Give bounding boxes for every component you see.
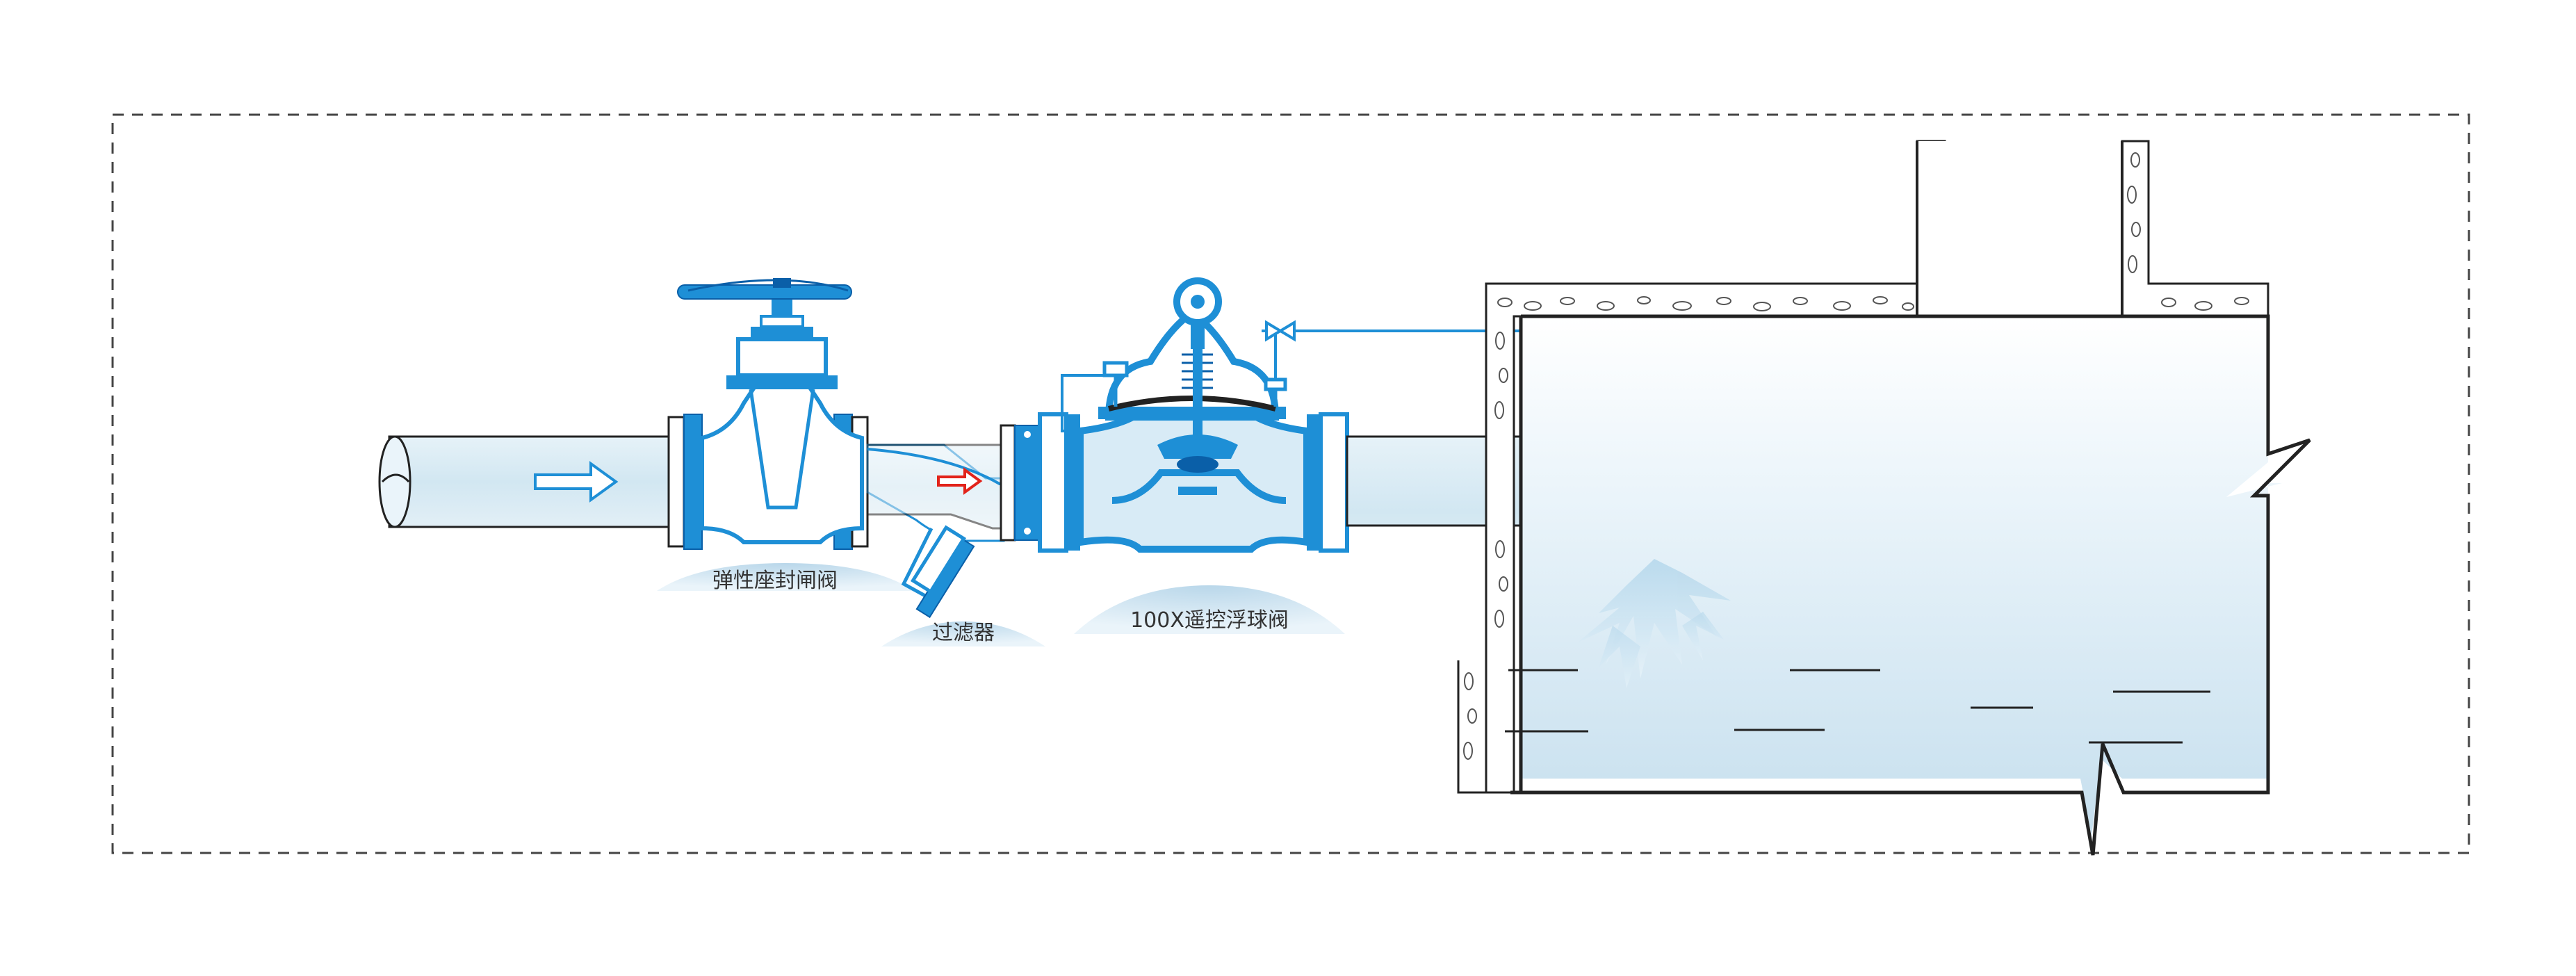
remote-float-valve — [1040, 281, 1347, 551]
gate-valve — [669, 278, 867, 549]
filter-label: 过滤器 — [932, 621, 995, 645]
inlet-pipe — [380, 437, 674, 527]
gate-valve-label: 弹性座封闸阀 — [712, 569, 838, 593]
float-valve-label: 100X遥控浮球阀 — [1130, 608, 1289, 633]
reservoir — [1458, 141, 2310, 855]
